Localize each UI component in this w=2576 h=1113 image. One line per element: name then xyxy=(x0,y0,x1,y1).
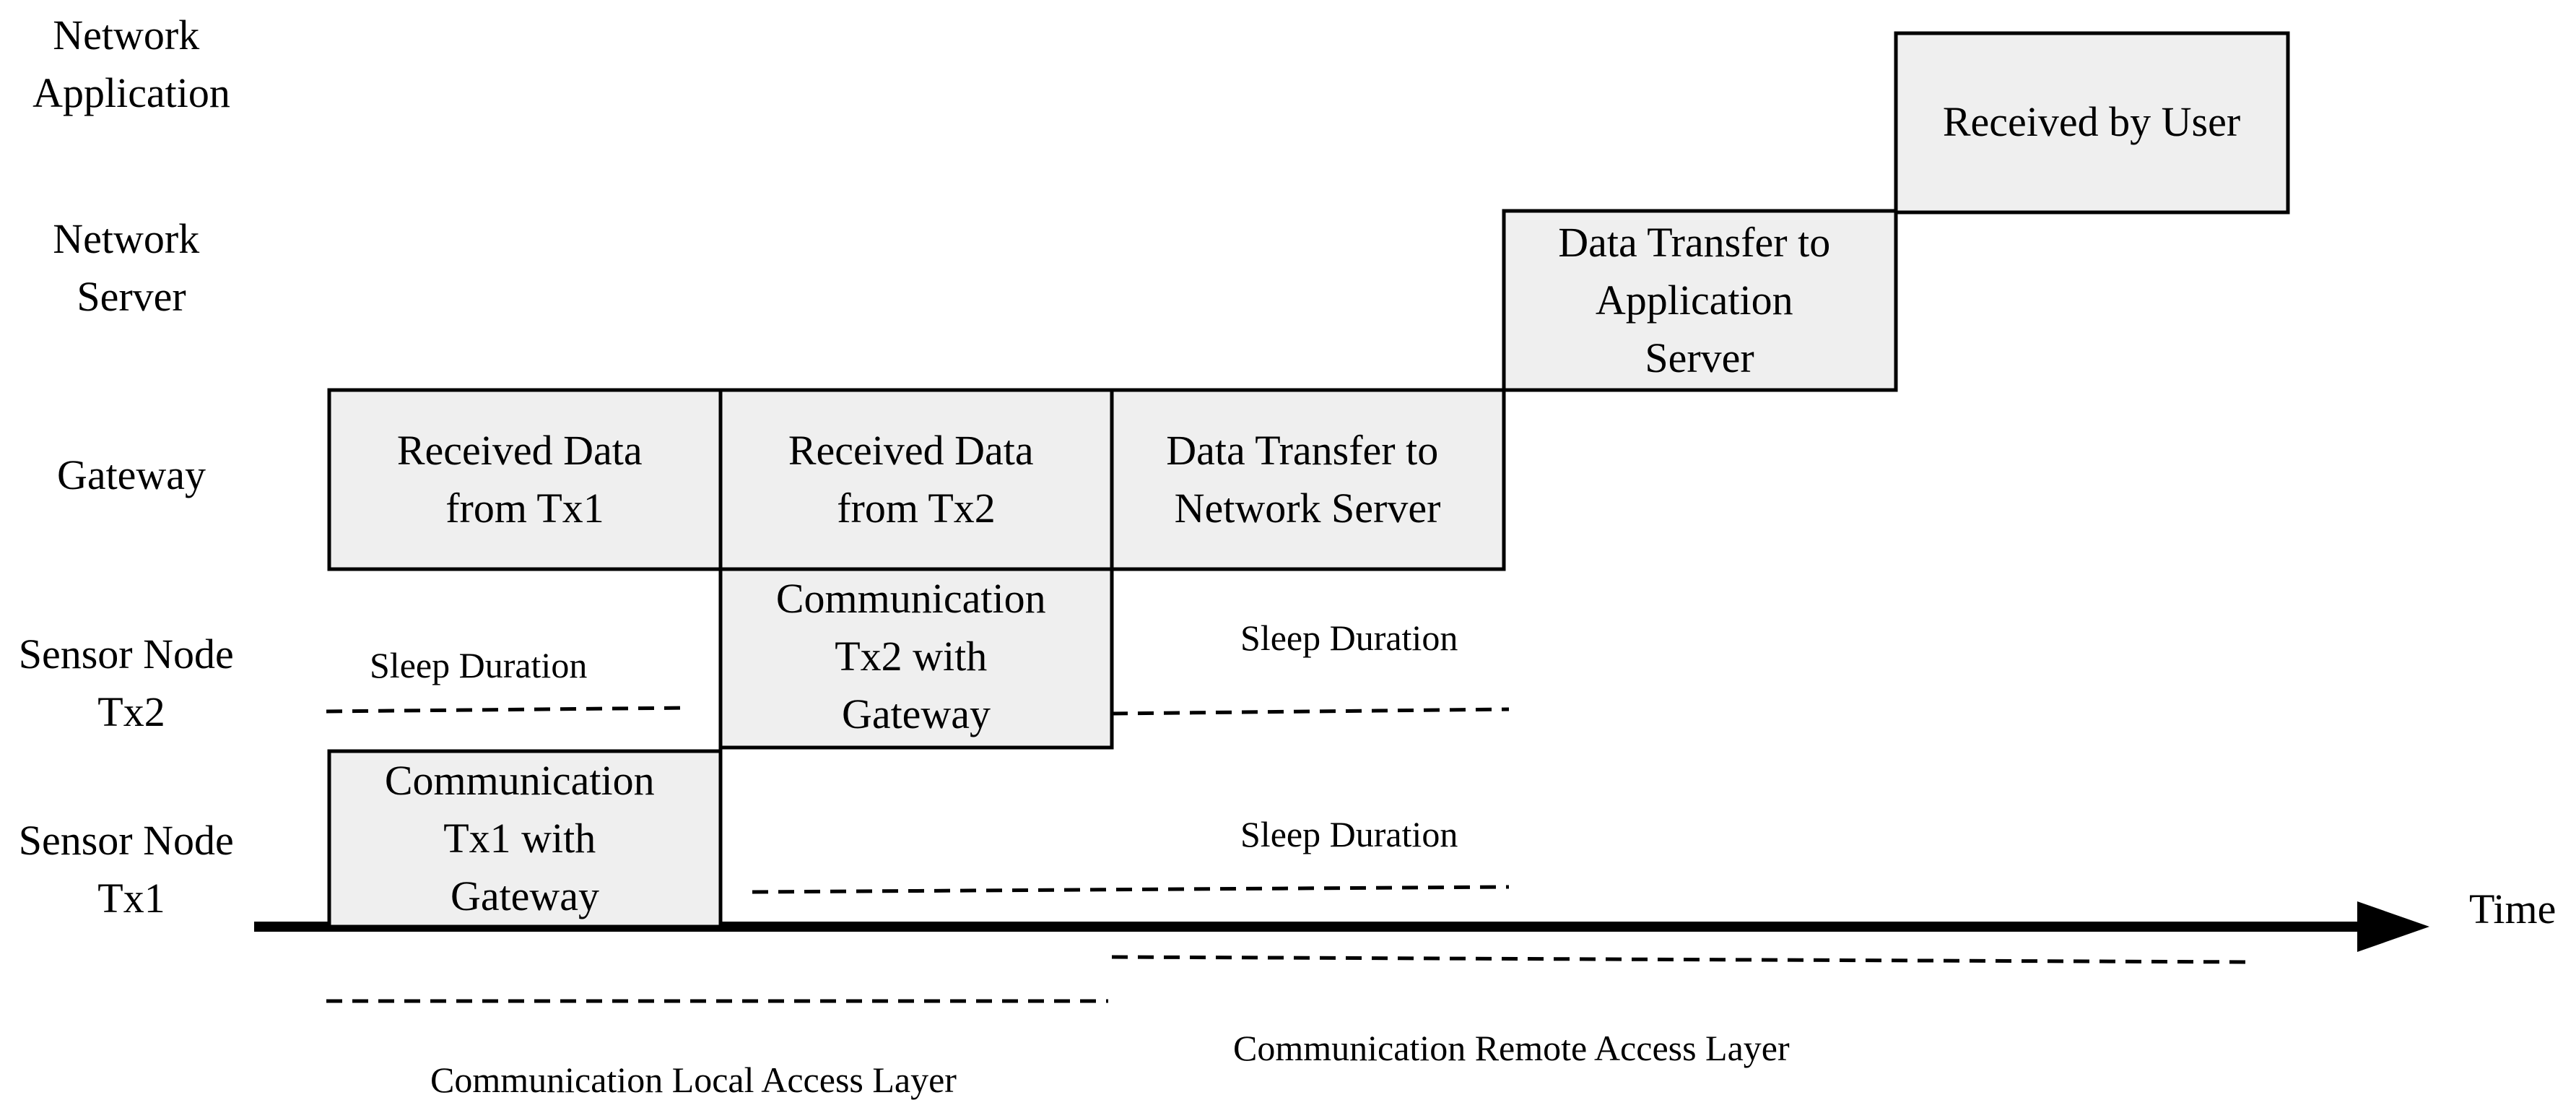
box-comm-tx1: Communication Tx1 with Gateway xyxy=(327,749,723,929)
box-comm-tx1-text: Communication Tx1 with Gateway xyxy=(385,757,665,919)
box-transfer-as-line1: Data Transfer to xyxy=(1558,219,1830,266)
row-labels: Network Application Network Server Gatew… xyxy=(19,12,245,922)
box-recv-tx1-line2: from Tx1 xyxy=(445,485,604,532)
box-recv-tx1-rect xyxy=(327,388,723,571)
box-comm-tx2-text: Communication Tx2 with Gateway xyxy=(776,575,1056,737)
box-received-user-text: Received by User xyxy=(1943,98,2240,145)
box-recv-tx1: Received Data from Tx1 xyxy=(327,388,723,571)
box-transfer-ns-rect xyxy=(1110,388,1506,571)
row-label-tx1-line2: Tx1 xyxy=(97,875,165,922)
box-comm-tx2-line2: Tx2 with xyxy=(835,633,987,680)
sleep-tx2-right-line xyxy=(1111,707,1510,716)
box-transfer-as-text: Data Transfer to Application Server xyxy=(1558,219,1840,381)
box-received-user-rect xyxy=(1894,31,2290,215)
row-label-network-application: Network Application xyxy=(32,12,230,116)
sleep-duration-tx1-right: Sleep Duration xyxy=(1240,814,1458,854)
box-comm-tx2-line1: Communication xyxy=(776,575,1046,622)
box-recv-tx1-line1: Received Data xyxy=(397,427,643,474)
sleep-tx2-left-line xyxy=(326,706,688,714)
box-comm-tx2: Communication Tx2 with Gateway xyxy=(718,567,1114,750)
dashed-lines xyxy=(326,706,2253,1003)
box-comm-tx1-line1: Communication xyxy=(385,757,655,804)
box-comm-tx2-line3: Gateway xyxy=(842,690,991,737)
box-recv-tx2: Received Data from Tx2 xyxy=(718,388,1114,571)
sleep-duration-tx2-left: Sleep Duration xyxy=(370,645,587,685)
remote-layer-line xyxy=(1111,955,2253,964)
row-label-sensor-tx1: Sensor Node Tx1 xyxy=(19,817,245,922)
box-transfer-ns: Data Transfer to Network Server xyxy=(1110,388,1506,571)
row-label-gateway-line1: Gateway xyxy=(57,451,206,498)
row-label-network-server: Network Server xyxy=(53,215,209,320)
box-transfer-as-line2: Application xyxy=(1596,277,1793,324)
box-recv-tx2-line1: Received Data xyxy=(788,427,1034,474)
row-label-tx1-line1: Sensor Node xyxy=(19,817,234,864)
box-comm-tx2-rect xyxy=(718,567,1114,750)
box-comm-tx1-line2: Tx1 with xyxy=(443,815,596,862)
box-received-user: Received by User xyxy=(1894,31,2290,215)
box-transfer-as: Data Transfer to Application Server xyxy=(1502,209,1898,392)
row-label-app-line1: Network xyxy=(53,12,199,59)
box-comm-tx1-rect xyxy=(327,749,723,929)
box-recv-tx2-line2: from Tx2 xyxy=(837,485,996,532)
time-axis-arrowhead xyxy=(2357,901,2429,952)
row-label-app-line2: Application xyxy=(32,69,230,116)
row-label-tx2-line2: Tx2 xyxy=(97,688,165,735)
sleep-tx1-right-line xyxy=(752,885,1510,894)
box-transfer-as-line3: Server xyxy=(1645,334,1754,381)
row-label-tx2-line1: Sensor Node xyxy=(19,631,234,677)
box-transfer-as-rect xyxy=(1502,209,1898,392)
row-label-server-line2: Server xyxy=(77,273,186,320)
box-recv-tx2-rect xyxy=(718,388,1114,571)
activity-boxes: Communication Tx1 with Gateway Received … xyxy=(327,31,2290,929)
time-axis-label: Time xyxy=(2469,885,2556,932)
sleep-duration-tx2-right: Sleep Duration xyxy=(1240,618,1458,658)
row-label-gateway: Gateway xyxy=(57,451,206,498)
box-comm-tx1-line3: Gateway xyxy=(451,872,599,919)
row-label-sensor-tx2: Sensor Node Tx2 xyxy=(19,631,245,735)
row-label-server-line1: Network xyxy=(53,215,199,262)
local-access-layer-label: Communication Local Access Layer xyxy=(430,1060,957,1100)
remote-access-layer-label: Communication Remote Access Layer xyxy=(1233,1028,1790,1068)
box-received-user-line1: Received by User xyxy=(1943,98,2240,145)
box-recv-tx2-text: Received Data from Tx2 xyxy=(788,427,1044,532)
notes: Sleep Duration Sleep Duration Sleep Dura… xyxy=(370,618,1790,1100)
box-transfer-ns-text: Data Transfer to Network Server xyxy=(1166,427,1448,532)
box-transfer-ns-line2: Network Server xyxy=(1175,485,1441,532)
box-recv-tx1-text: Received Data from Tx1 xyxy=(397,427,653,532)
box-transfer-ns-line1: Data Transfer to xyxy=(1166,427,1438,474)
